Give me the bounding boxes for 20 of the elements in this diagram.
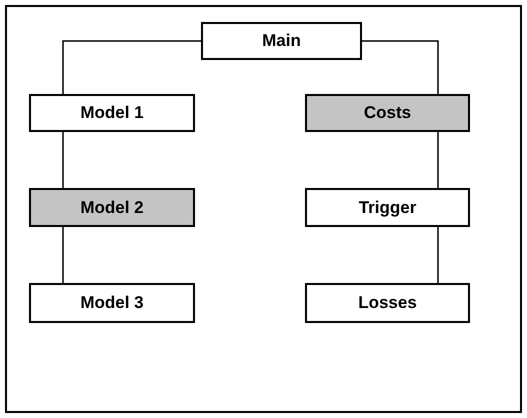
process-box: [305, 188, 470, 227]
connector-line: [62, 227, 64, 283]
process-box: [305, 283, 470, 323]
box-label: Trigger: [358, 196, 416, 218]
box-label: Costs: [364, 102, 412, 124]
shaded-box: [305, 94, 470, 132]
box-label: Model 2: [80, 196, 144, 218]
connector-line: [62, 40, 201, 94]
box-label: Model 1: [80, 102, 144, 124]
process-box: [29, 94, 195, 132]
box-label: Main: [262, 30, 301, 52]
connector-line: [437, 132, 439, 188]
connector-line: [437, 227, 439, 283]
box-label: Model 3: [80, 292, 144, 314]
process-box: [201, 22, 362, 60]
box-label: Losses: [358, 292, 417, 314]
connector-line: [62, 132, 64, 188]
shaded-box: [29, 188, 195, 227]
connector-line: [362, 40, 439, 94]
process-box: [29, 283, 195, 323]
